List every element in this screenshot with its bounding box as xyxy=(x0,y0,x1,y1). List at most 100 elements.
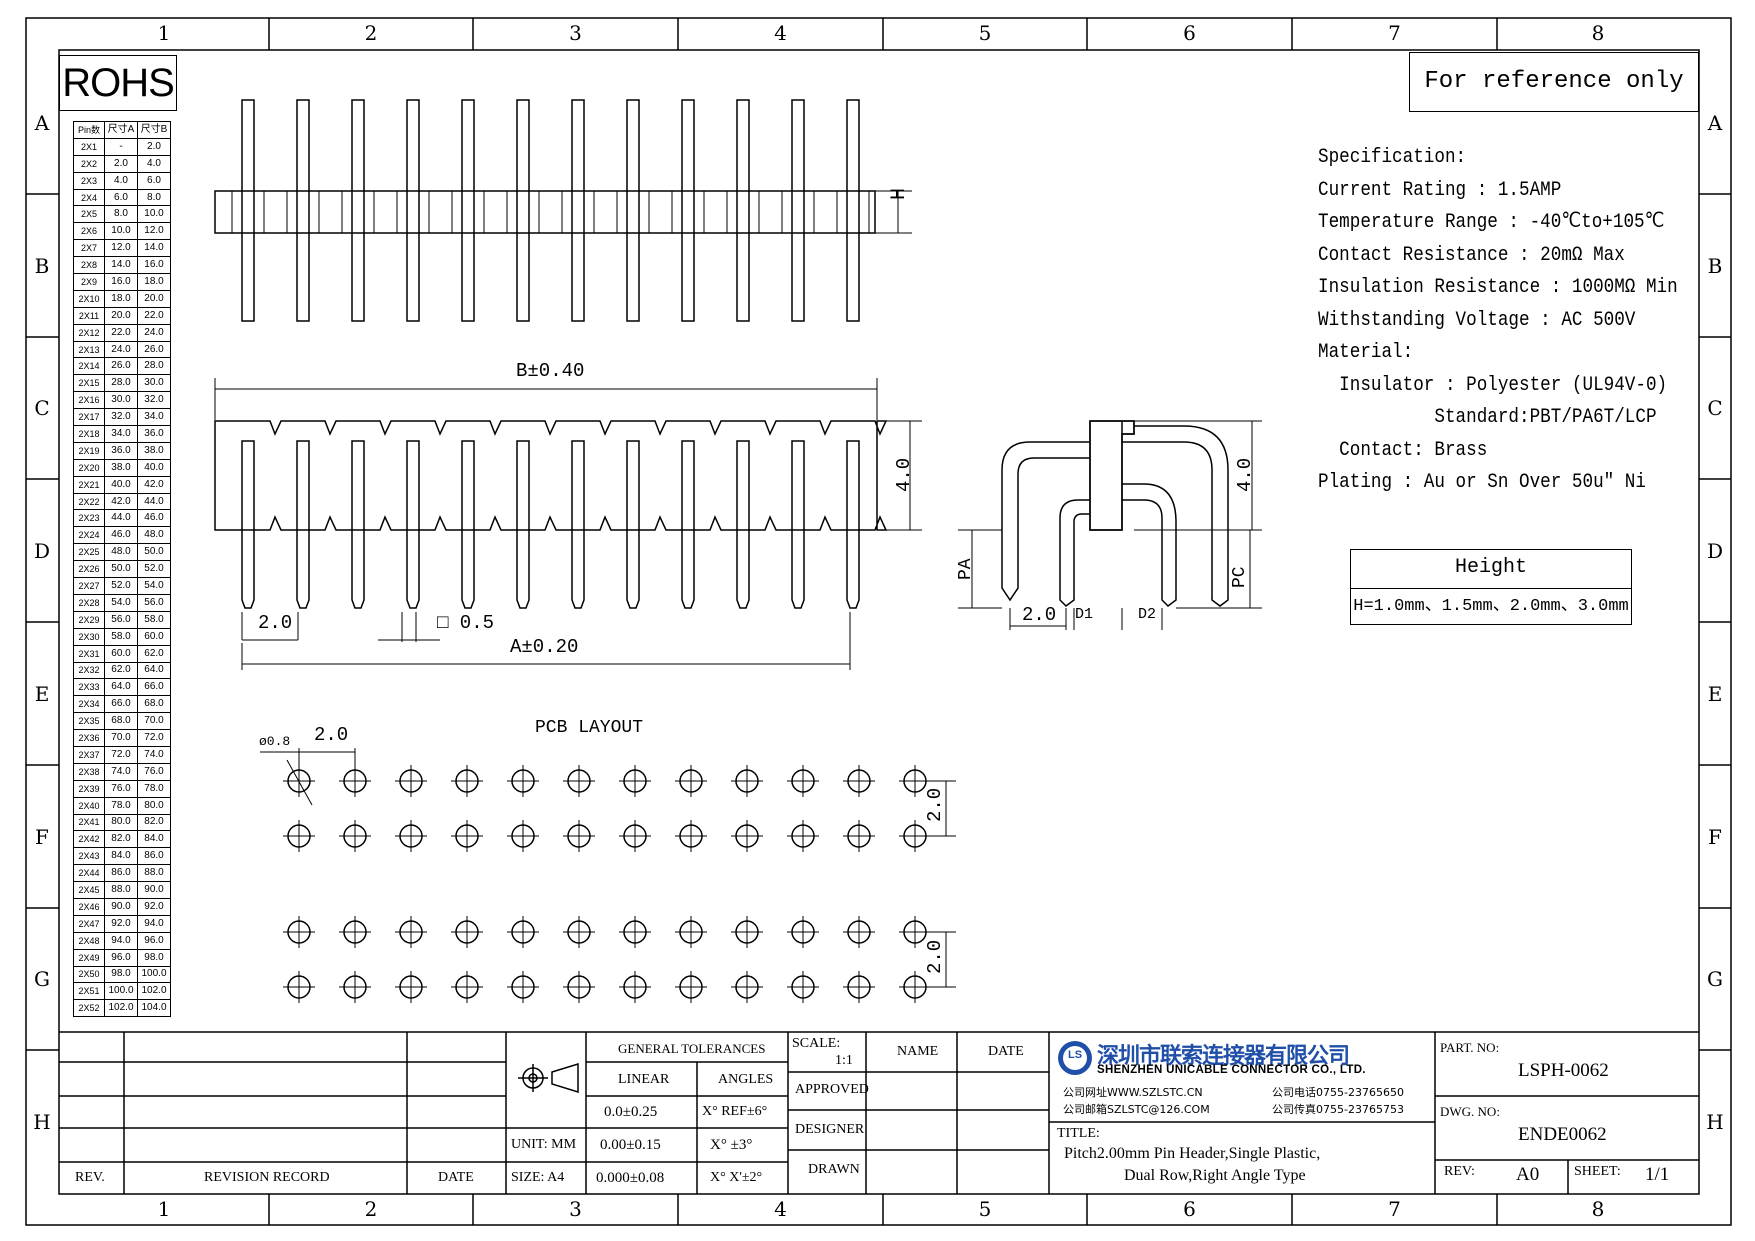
pin-top-view xyxy=(626,99,640,322)
company-phone: 公司电话0755-23765650 xyxy=(1272,1086,1404,1099)
table-cell: 2X44 xyxy=(73,864,105,883)
reference-note: For reference only xyxy=(1409,52,1699,112)
dim-h: H xyxy=(888,187,911,200)
table-cell: 2X25 xyxy=(73,543,105,562)
table-cell: 72.0 xyxy=(104,745,138,764)
table-cell: 48.0 xyxy=(137,526,171,545)
table-cell: 100.0 xyxy=(137,965,171,984)
table-cell: 96.0 xyxy=(104,948,138,967)
table-cell: 2X18 xyxy=(73,425,105,443)
table-cell: 2X46 xyxy=(73,897,105,916)
spec-line: Insulator : Polyester (UL94V-0) xyxy=(1318,373,1668,397)
spec-line: Temperature Range : -40℃to+105℃ xyxy=(1318,211,1665,234)
table-cell: 26.0 xyxy=(104,357,138,376)
pin-top-view xyxy=(791,99,805,322)
dim-4-front: 4.0 xyxy=(893,457,915,492)
rev-column: REV. xyxy=(75,1170,105,1185)
table-cell: 104.0 xyxy=(137,999,171,1018)
zone-row-right: G xyxy=(1707,967,1723,991)
table-cell: 8.0 xyxy=(137,188,171,207)
title-line-2: Dual Row,Right Angle Type xyxy=(1124,1167,1306,1184)
table-cell: 66.0 xyxy=(104,695,138,714)
table-cell: 26.0 xyxy=(137,340,171,359)
pin-top-view xyxy=(296,99,310,322)
pin-front-view xyxy=(296,440,310,609)
table-cell: 62.0 xyxy=(137,644,171,663)
table-cell: 84.0 xyxy=(104,847,138,866)
part-no: LSPH-0062 xyxy=(1518,1060,1609,1081)
table-cell: 22.0 xyxy=(104,323,138,342)
table-cell: 102.0 xyxy=(104,999,138,1018)
unit-label: UNIT: MM xyxy=(511,1137,577,1152)
pin-front-view xyxy=(626,440,640,609)
dim-d2: D2 xyxy=(1138,606,1157,623)
height-box: Height H=1.0mm、1.5mm、2.0mm、3.0mm xyxy=(1350,549,1632,625)
table-cell: 2X1 xyxy=(73,137,105,156)
pin-top-view xyxy=(846,99,860,322)
size-label: SIZE: A4 xyxy=(511,1170,565,1185)
table-cell: 40.0 xyxy=(137,458,171,477)
zone-col-top: 8 xyxy=(1591,21,1605,45)
table-cell: 80.0 xyxy=(104,813,138,832)
table-cell: 2X43 xyxy=(73,847,105,866)
table-cell: 2X30 xyxy=(73,627,105,646)
table-cell: 2X27 xyxy=(73,577,105,595)
title-line-1: Pitch2.00mm Pin Header,Single Plastic, xyxy=(1064,1145,1321,1162)
table-cell: 38.0 xyxy=(104,458,138,477)
table-cell: 2.0 xyxy=(137,137,171,156)
table-cell: 58.0 xyxy=(137,610,171,629)
table-cell: 2X52 xyxy=(73,999,105,1018)
table-cell: 74.0 xyxy=(104,762,138,781)
spec-line: Withstanding Voltage : AC 500V xyxy=(1318,308,1636,332)
tolerance-linear-1: 0.0±0.25 xyxy=(604,1104,658,1120)
table-cell: 2X33 xyxy=(73,678,105,697)
tolerance-angle-1: X° REF±6° xyxy=(702,1104,768,1119)
table-cell: 58.0 xyxy=(104,627,138,646)
table-cell: 10.0 xyxy=(104,222,138,241)
tolerance-linear-2: 0.00±0.15 xyxy=(600,1137,661,1153)
table-cell: 2X4 xyxy=(73,188,105,207)
part-no-label: PART. NO: xyxy=(1440,1040,1500,1055)
table-cell: 64.0 xyxy=(137,661,171,680)
company-fax: 公司传真0755-23765753 xyxy=(1272,1103,1404,1116)
logo-letters: LS xyxy=(1068,1049,1083,1061)
pin-top-view xyxy=(681,99,695,322)
table-cell: 4.0 xyxy=(137,154,171,173)
zone-row-right: D xyxy=(1706,538,1724,563)
table-cell: 64.0 xyxy=(104,678,138,697)
zone-col-bottom: 4 xyxy=(774,1197,787,1221)
table-cell: 36.0 xyxy=(137,425,171,443)
table-cell: 20.0 xyxy=(104,306,138,325)
table-cell: 2X9 xyxy=(73,273,105,291)
table-cell: 50.0 xyxy=(104,560,138,579)
table-cell: 80.0 xyxy=(137,796,171,815)
linear-header: LINEAR xyxy=(618,1072,670,1087)
zone-col-bottom: 3 xyxy=(569,1197,582,1221)
dim-d1: D1 xyxy=(1075,606,1094,623)
pin-top-view xyxy=(406,99,420,322)
table-cell: 46.0 xyxy=(104,526,138,545)
table-cell: 98.0 xyxy=(137,948,171,967)
angles-header: ANGLES xyxy=(718,1072,774,1087)
